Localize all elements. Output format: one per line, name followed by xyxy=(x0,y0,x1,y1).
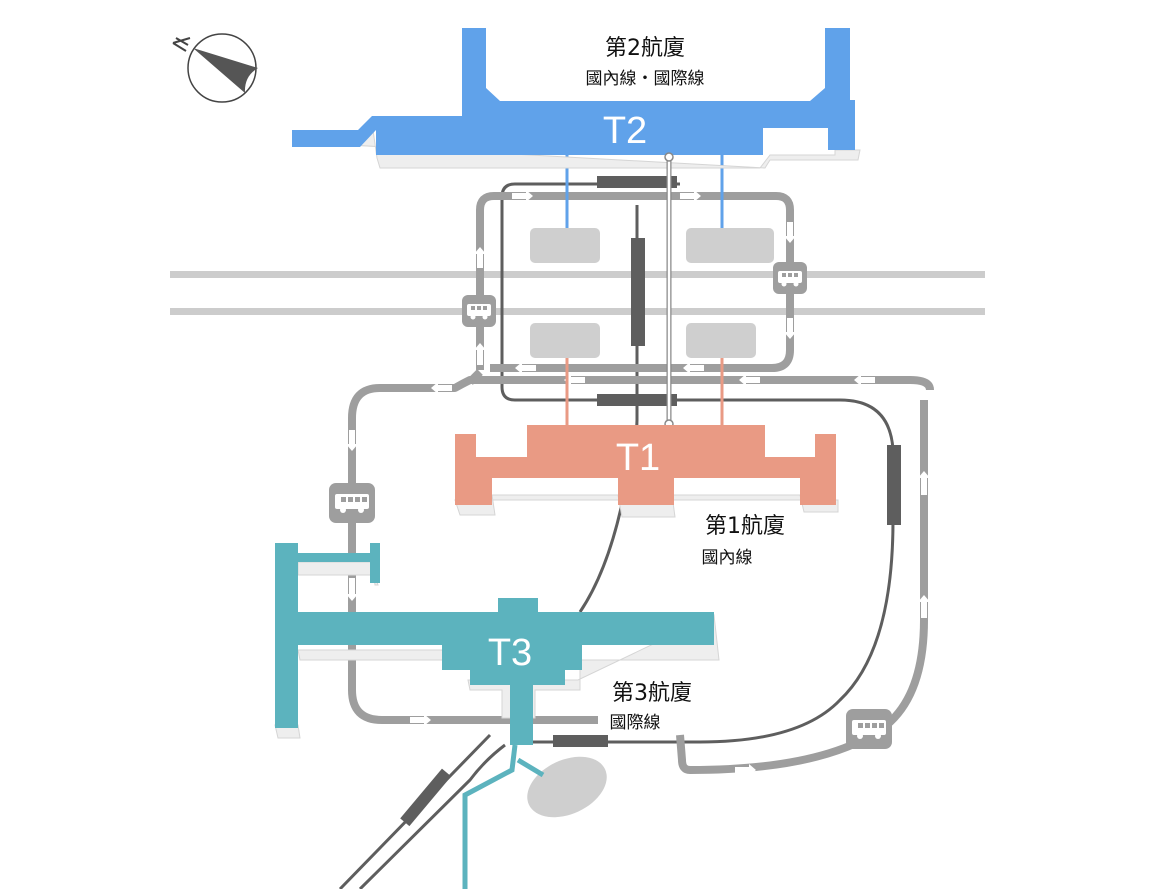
t2-service: 國內線・國際線 xyxy=(586,69,705,89)
rail-station xyxy=(631,238,645,346)
bus-stop-right-loop[interactable] xyxy=(773,262,807,294)
t3-code: T3 xyxy=(488,632,532,674)
bus-road xyxy=(348,192,934,774)
parking-lot xyxy=(530,323,600,358)
terminal-t2[interactable]: T2 xyxy=(292,28,861,169)
arrow-left-icon xyxy=(564,374,585,386)
bus-stop-left-loop[interactable] xyxy=(462,295,496,327)
rail-station xyxy=(553,735,608,747)
t2-name: 第2航廈 xyxy=(605,36,685,61)
skytrain-station-t2 xyxy=(664,152,674,162)
arrow-left-icon xyxy=(431,382,452,394)
terminal-t3[interactable]: T3 xyxy=(274,543,720,889)
arrow-down-icon xyxy=(784,318,796,339)
arrow-up-icon xyxy=(918,471,930,495)
arrow-right-icon xyxy=(512,190,533,202)
arrow-up-icon xyxy=(474,247,486,268)
t1-code: T1 xyxy=(616,437,660,479)
arrow-right-icon xyxy=(735,764,756,776)
bus-stop-west-road[interactable] xyxy=(329,483,375,523)
parking-lot xyxy=(527,756,607,818)
t3-name: 第3航廈 xyxy=(612,681,692,706)
t1-connectors xyxy=(565,358,724,425)
parking-lot xyxy=(530,228,600,263)
rail-station xyxy=(887,445,901,525)
arrow-right-icon xyxy=(410,714,431,726)
parking-lot xyxy=(686,323,756,358)
rail-station xyxy=(400,768,452,827)
arrow-left-icon xyxy=(683,362,704,374)
terminal-t1[interactable]: T1 xyxy=(454,425,839,518)
t3-service: 國際線 xyxy=(610,713,661,733)
direction-arrows xyxy=(346,190,930,776)
t2-code: T2 xyxy=(603,110,647,152)
rail-stations xyxy=(400,176,901,827)
arrow-down-icon xyxy=(346,578,358,601)
parking-lot xyxy=(686,228,774,263)
parking-lots xyxy=(527,228,774,818)
rail-station xyxy=(597,176,677,188)
arrow-left-icon xyxy=(739,374,760,386)
north-arrow-icon xyxy=(193,48,258,93)
rail-station xyxy=(597,394,677,406)
arrow-up-icon xyxy=(918,595,930,618)
rail-lines xyxy=(338,182,895,889)
arrow-left-icon xyxy=(854,374,875,386)
bus-stop-southeast-road[interactable] xyxy=(846,709,892,749)
highway xyxy=(170,271,985,315)
arrow-down-icon xyxy=(784,222,796,243)
arrow-left-icon xyxy=(515,362,536,374)
t1-name: 第1航廈 xyxy=(705,514,785,539)
arrow-up-icon xyxy=(474,343,486,365)
arrow-right-icon xyxy=(680,190,701,202)
arrow-down-icon xyxy=(346,430,358,451)
north-letter-icon xyxy=(172,37,191,52)
compass xyxy=(172,33,258,103)
t1-service: 國內線 xyxy=(702,548,753,568)
bus-stops[interactable] xyxy=(329,262,892,749)
